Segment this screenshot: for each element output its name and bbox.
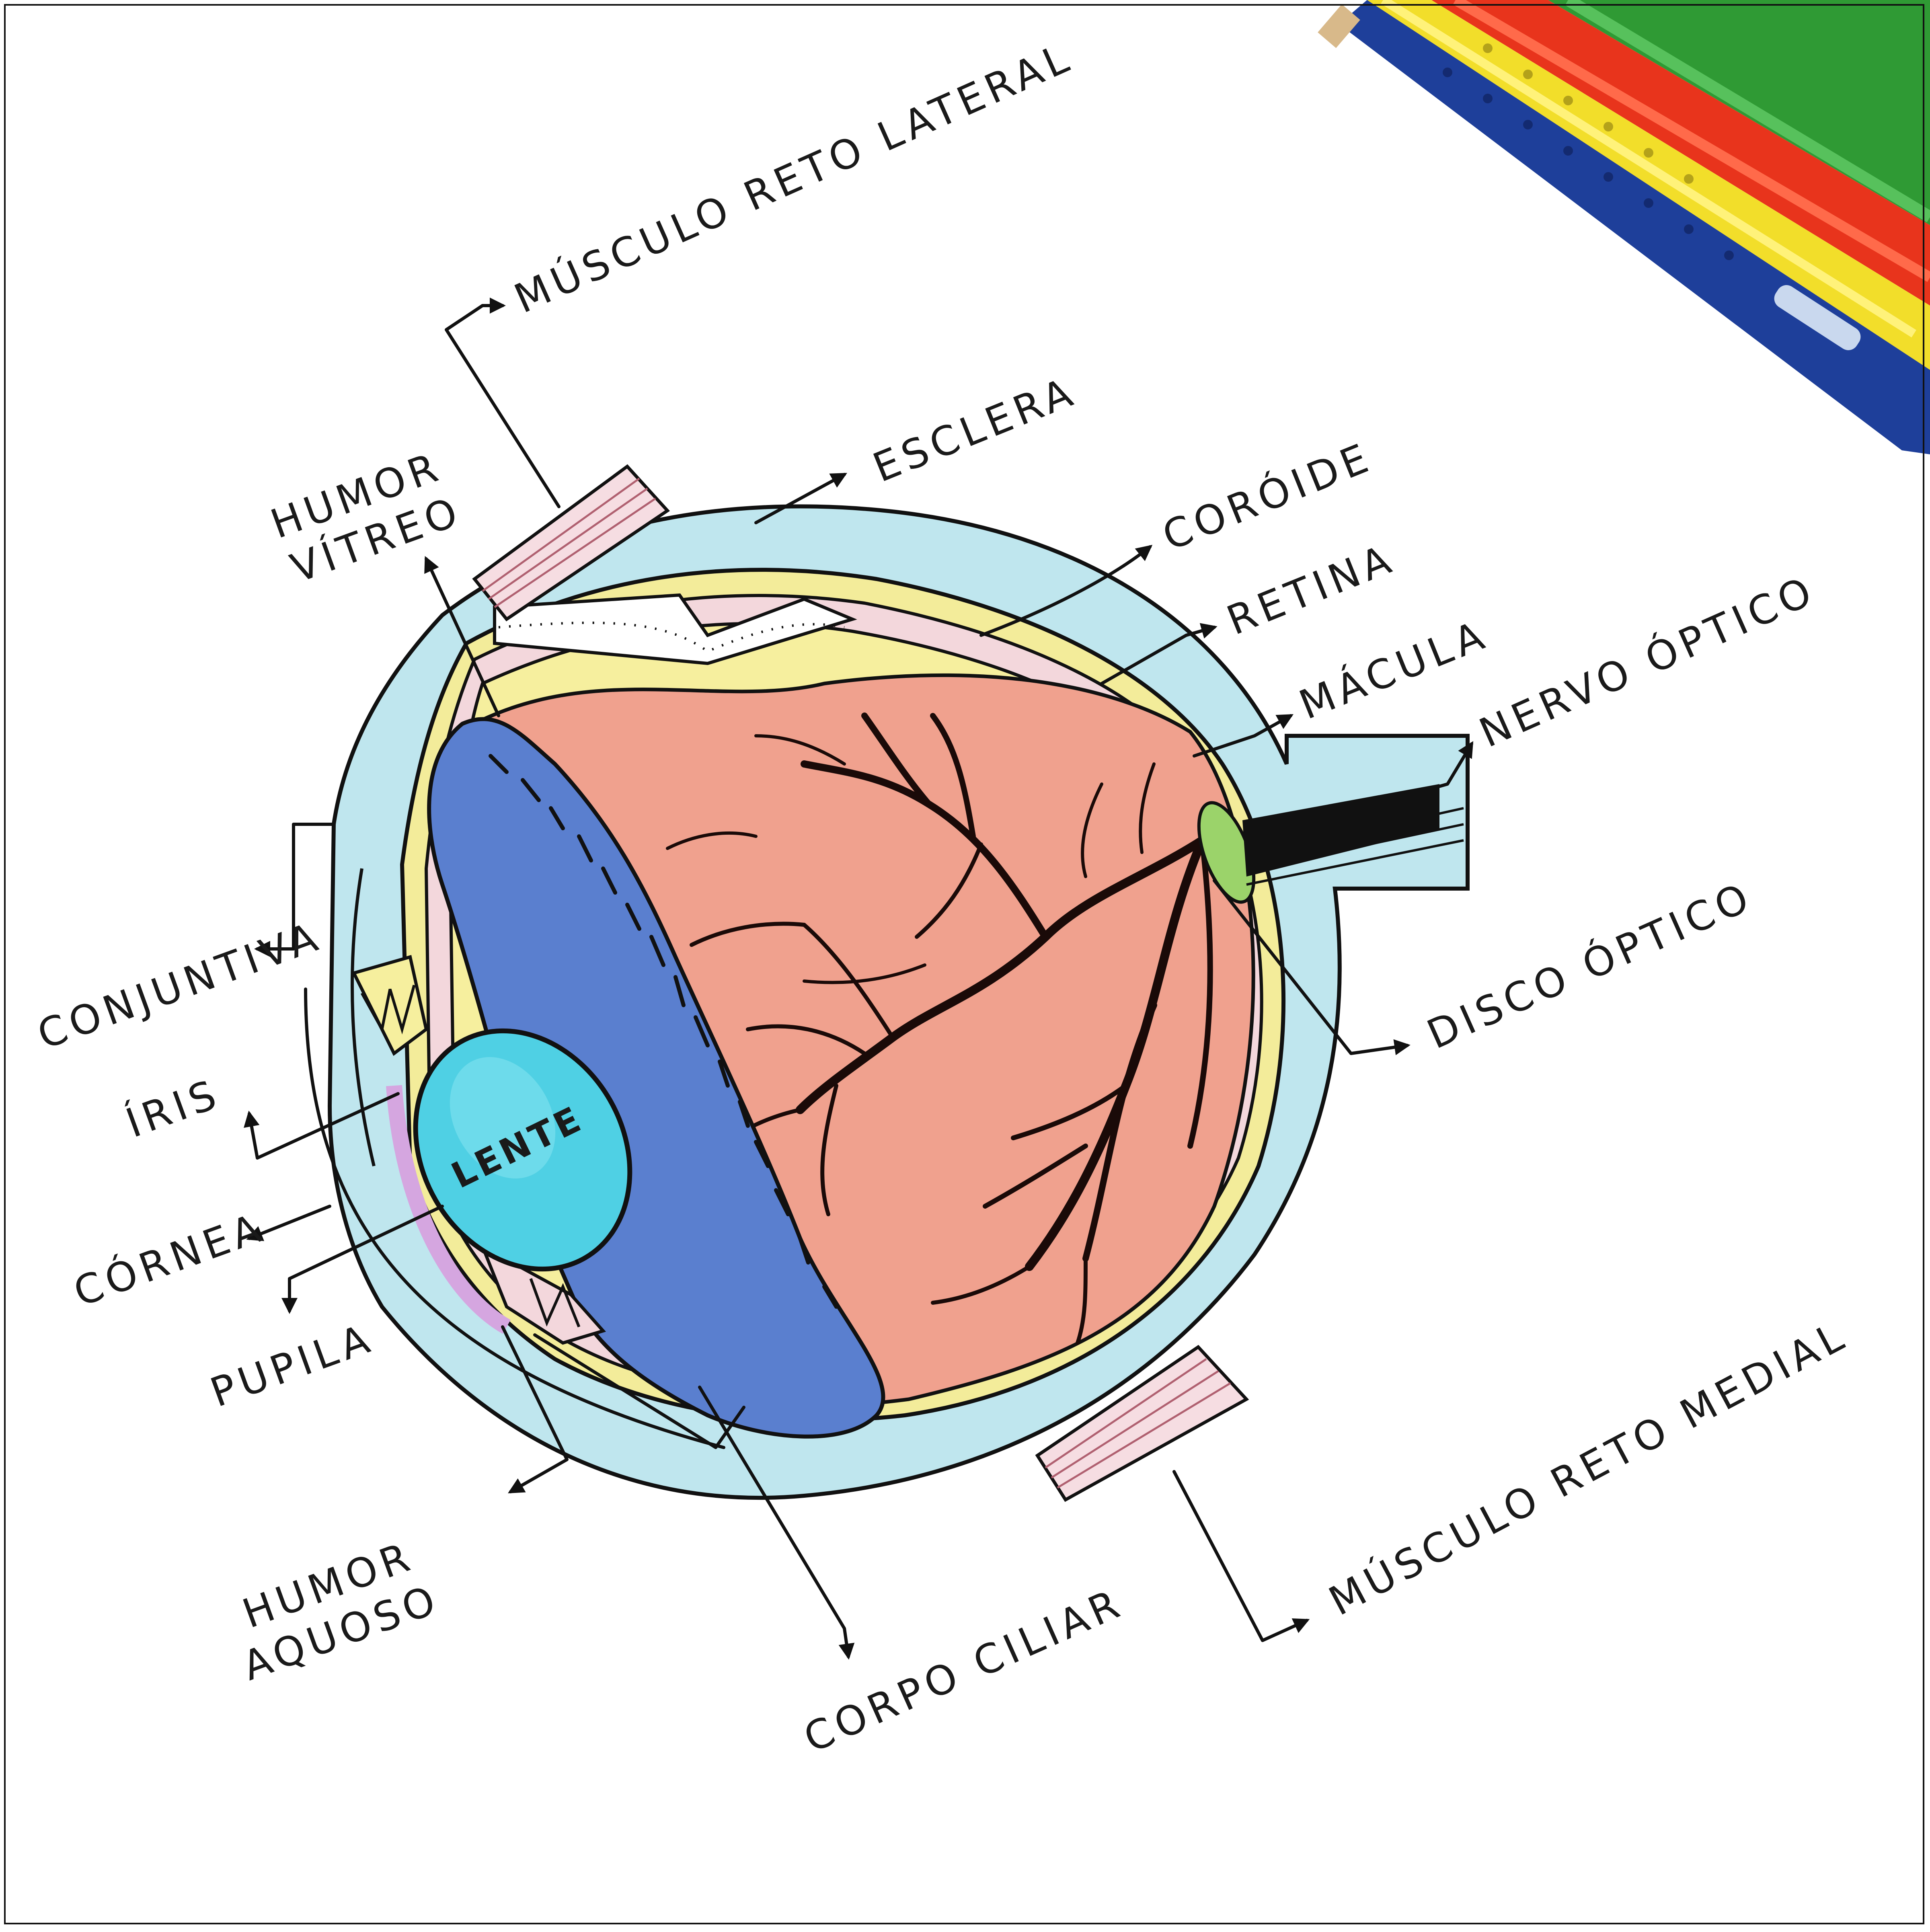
- ciliary-folds: [489, 754, 838, 1309]
- leader-lines: [244, 298, 1474, 1660]
- eyeball: LENTE: [327, 464, 1470, 1502]
- ciliary-body: [427, 717, 885, 1439]
- retinal-blood-vessels: [666, 712, 1213, 1345]
- medial-rectus-muscle: [1035, 1345, 1249, 1502]
- colored-pencil-blue-icon: [1318, 0, 1930, 454]
- cornea: [386, 1085, 511, 1334]
- image-border: [4, 4, 1924, 1924]
- optic-nerve: [1242, 784, 1439, 877]
- pencil-dots: [1443, 43, 1734, 260]
- colored-pencils: [1318, 0, 1930, 454]
- iris: [351, 955, 606, 1345]
